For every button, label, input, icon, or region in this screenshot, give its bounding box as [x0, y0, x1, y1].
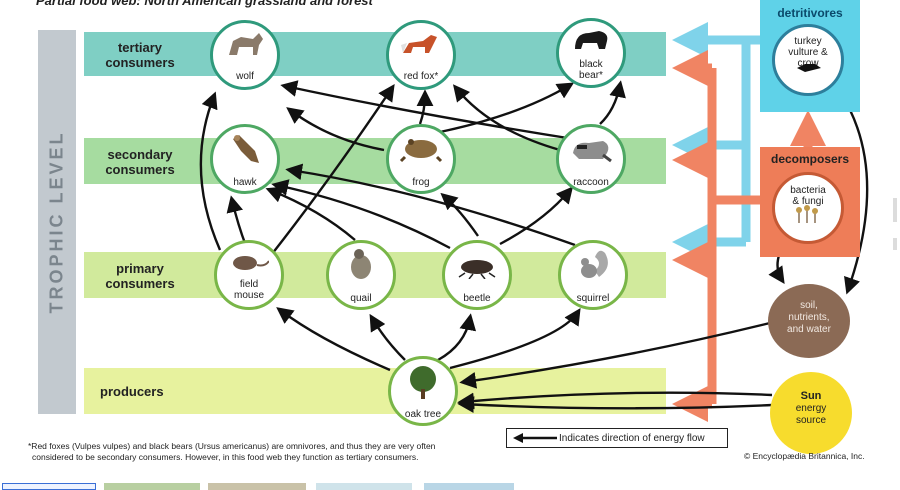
label-raccoon: raccoon [573, 177, 609, 188]
legend-text: Indicates direction of energy flow [559, 433, 705, 444]
squirrel-icon [581, 250, 608, 278]
field-mouse-icon [233, 256, 269, 270]
copyright-credit: © Encyclopædia Britannica, Inc. [744, 451, 865, 461]
label-field-mouse: field mouse [217, 279, 281, 301]
label-sun-subtitle: energy source [772, 403, 850, 427]
decomposers-title: decomposers [770, 152, 850, 166]
decomposer-channel [672, 50, 760, 422]
label-soil: soil, nutrients, and water [770, 300, 848, 336]
label-hawk: hawk [233, 177, 257, 188]
label-red-fox: red fox* [403, 71, 439, 82]
label-black-bear: black bear* [559, 59, 623, 81]
beetle-icon [458, 260, 496, 279]
thumbnail-1[interactable] [2, 483, 96, 490]
legend-arrow-icon [513, 433, 557, 443]
node-frog: frog [386, 124, 456, 194]
label-sun-subtitle-text: energy source [795, 403, 827, 426]
node-field-mouse: field mouse [214, 240, 284, 310]
scroll-mark [893, 198, 897, 222]
label-oak-tree: oak tree [404, 409, 442, 420]
soil-nutrients-water [768, 284, 850, 358]
node-oak-tree: oak tree [388, 356, 458, 426]
node-raccoon: raccoon [556, 124, 626, 194]
label-black-bear-text: black bear* [579, 59, 603, 81]
label-quail: quail [350, 293, 372, 304]
thumbnail-5[interactable] [424, 483, 514, 490]
raccoon-icon [573, 141, 612, 163]
level-label-tertiary: tertiary consumers [105, 40, 175, 70]
node-turkey-vulture-crow: turkey vulture & crow [772, 24, 844, 96]
hawk-icon [233, 135, 259, 163]
label-bacteria-fungi-text: bacteria & fungi [790, 185, 826, 207]
oak-tree-icon [410, 366, 436, 399]
crow-icon [797, 64, 821, 72]
label-beetle: beetle [463, 293, 491, 304]
black-bear-icon [575, 31, 608, 49]
node-bacteria-fungi: bacteria & fungi [772, 172, 844, 244]
node-beetle: beetle [442, 240, 512, 310]
level-label-primary: primary consumers [105, 261, 175, 291]
label-squirrel: squirrel [576, 293, 610, 304]
scroll-mark-lower [893, 238, 897, 250]
thumbnail-3[interactable] [208, 483, 306, 490]
label-soil-text: soil, nutrients, and water [787, 300, 831, 335]
trophic-level-bar [38, 30, 76, 414]
level-label-producers: producers [100, 384, 164, 399]
node-squirrel: squirrel [558, 240, 628, 310]
footnote-line-1: *Red foxes (Vulpes vulpes) and black bea… [28, 441, 436, 451]
node-hawk: hawk [210, 124, 280, 194]
band-producers [84, 368, 666, 414]
label-bacteria-fungi: bacteria & fungi [775, 185, 841, 207]
label-field-mouse-text: field mouse [233, 279, 264, 301]
label-sun: Sun [800, 390, 822, 402]
omnivore-footnote: *Red foxes (Vulpes vulpes) and black bea… [28, 441, 435, 463]
label-turkey-vulture-crow: turkey vulture & crow [775, 36, 841, 69]
node-wolf: wolf [210, 20, 280, 90]
red-fox-icon [401, 35, 437, 53]
fungi-icon [796, 205, 818, 223]
label-wolf: wolf [236, 71, 254, 82]
wolf-icon [229, 33, 263, 55]
node-quail: quail [326, 240, 396, 310]
energy-flow-legend: Indicates direction of energy flow [506, 428, 728, 448]
label-turkey-vulture-crow-text: turkey vulture & crow [788, 36, 828, 69]
frog-icon [399, 139, 443, 163]
thumbnail-strip [0, 481, 900, 490]
label-frog: frog [412, 177, 430, 188]
node-red-fox: red fox* [386, 20, 456, 90]
thumbnail-4[interactable] [316, 483, 412, 490]
quail-icon [351, 249, 371, 279]
footnote-line-2: considered to be secondary consumers. Ho… [32, 452, 419, 462]
sun-energy-source [770, 372, 852, 454]
thumbnail-2[interactable] [104, 483, 200, 490]
node-black-bear: black bear* [556, 18, 626, 88]
diagram-title: Partial food web: North American grassla… [36, 0, 373, 8]
detritivores-title: detritivores [777, 6, 843, 20]
level-label-secondary: secondary consumers [105, 147, 175, 177]
